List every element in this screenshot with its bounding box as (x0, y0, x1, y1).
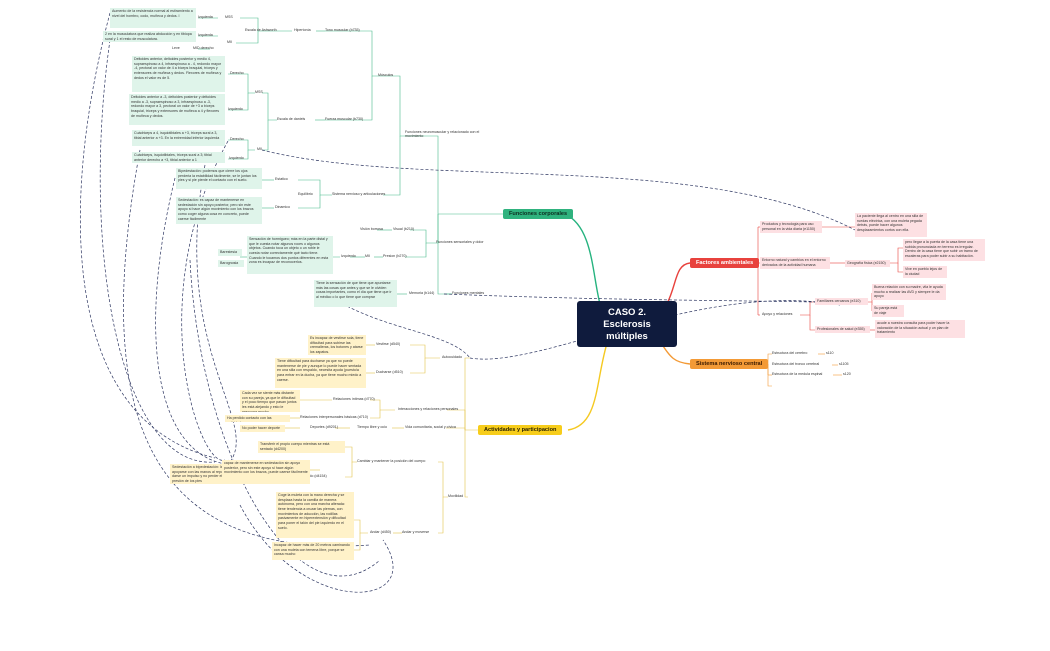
note-permanecer: capaz de mantenerse en sedestación sin a… (222, 460, 310, 484)
node-izquierdo-3[interactable]: Izquierdo (341, 254, 356, 258)
node-mii[interactable]: MII (227, 40, 232, 44)
central-topic[interactable]: CASO 2. Esclerosis múltiples (577, 301, 677, 347)
node-mss[interactable]: MSS (225, 15, 233, 19)
node-vision-borrosa[interactable]: Visión borrosa (360, 227, 383, 231)
note-hormigueo: Sensación de hormigueo; más en la parte … (247, 236, 333, 274)
node-ducharse[interactable]: Ducharse (d510) (376, 370, 403, 374)
note-daniels-izquierdo: Deltoides anterior a -3, deltoides poste… (129, 94, 225, 125)
node-familiares-cercanos[interactable]: Familiares cercanos (e310) (815, 298, 868, 305)
node-vestirse[interactable]: Vestirse (d540) (376, 342, 401, 346)
note-familiares-2: Su pareja está de viaje (872, 305, 904, 317)
node-presion[interactable]: Presion (b270) (383, 254, 407, 258)
note-memoria: Tiene la sensación de que tiene que apun… (314, 280, 397, 307)
note-productos: La paciente llega al centro en una silla… (855, 213, 927, 237)
node-derecho-1[interactable]: Derecho (230, 71, 244, 75)
note-geografia-1: pero llegar a la puerta de la casa tiene… (903, 239, 985, 261)
node-leve[interactable]: Leve (172, 46, 180, 50)
node-interacciones[interactable]: Interacciones y relaciones personales (398, 407, 459, 411)
node-entorno-natural[interactable]: Entorno natural y cambios en el entorno … (760, 257, 830, 269)
note-mii-text: 2 en la musculatura que realiza abducció… (103, 31, 196, 42)
note-deportes: No poder hacer deporte (240, 425, 285, 432)
node-estructura-cerebro[interactable]: Estructura del cerebro (772, 351, 808, 355)
node-vida-comunitaria[interactable]: Vida comunitaria, social y cívica (405, 425, 456, 429)
branch-sistema-nervioso[interactable]: Sistema nervioso central (690, 359, 769, 369)
node-musculos[interactable]: Músculos (378, 73, 394, 77)
note-andar-2: Incapaz de hacer más de 20 metros camina… (272, 542, 354, 560)
node-equilibrio[interactable]: Equilibrio (298, 192, 313, 196)
note-mii-izquierdo: Cuádriceps, isquiotibiales, tríceps sura… (132, 152, 225, 163)
node-andar-moverse[interactable]: Andar y moverse (402, 530, 430, 534)
note-mii-derecho: Cuádriceps a 4, isquiotibiales a +3, trí… (132, 130, 225, 146)
branch-funciones-corporales[interactable]: Funciones corporales (503, 209, 574, 219)
node-relaciones-intimas[interactable]: Relaciones íntimas (d770) (333, 397, 375, 401)
node-tiempo-libre[interactable]: Tiempo libre y ocio (357, 425, 388, 429)
node-sistema-articulaciones[interactable]: Sistema nervioso y articulaciones (332, 192, 386, 196)
node-mss-2[interactable]: MSS (255, 90, 263, 94)
note-estatico: Bipedestación: podemos que cierre los oj… (176, 168, 262, 189)
node-apoyo-relaciones[interactable]: Apoyo y relaciones (762, 312, 793, 316)
node-funciones-mentales[interactable]: Funciones mentales (452, 291, 485, 295)
node-autocuidado[interactable]: Autocuidado (442, 355, 462, 359)
node-relaciones-basicas[interactable]: Relaciones interpersonales básicas (d710… (300, 415, 368, 419)
node-movilidad[interactable]: Movilidad (448, 494, 464, 498)
node-escala-ashworth[interactable]: Escala de Ashworth (245, 28, 277, 32)
note-geografia-2: Vive en pueblo lejos de la ciudad (903, 266, 947, 278)
note-relaciones-basicas: Ha perdido contacto con las actividades (225, 415, 290, 422)
node-mii-3[interactable]: MII (365, 254, 370, 258)
node-funciones-sensoriales[interactable]: Funciones sensoriales y dolor (436, 240, 484, 244)
node-izquierdo-2[interactable]: Izquierdo (229, 156, 244, 160)
node-barestesia[interactable]: Barestesia (218, 249, 242, 256)
note-daniels-derecho: Deltoides anterior, deltoides posterior … (132, 56, 225, 92)
node-transferir[interactable]: Transferir el propio cuerpo mientras se … (258, 441, 345, 453)
note-ducharse: Tiene dificultad para ducharse ya que no… (275, 358, 366, 388)
node-cambiar-posicion[interactable]: Cambiar y mantener la posición del cuerp… (357, 459, 426, 463)
note-mss-text: Aumento de la resistencia normal al esti… (110, 8, 196, 28)
node-izquierda-1[interactable]: Izquierda (198, 15, 213, 19)
node-tronco-code[interactable]: s1105 (839, 362, 849, 366)
node-mii-2[interactable]: MII (257, 147, 262, 151)
node-escala-daniels[interactable]: Escala de daniels (277, 117, 306, 121)
node-cerebro-code[interactable]: s110 (826, 351, 834, 355)
node-deportes[interactable]: Deportes (d9201) (310, 425, 338, 429)
node-estructura-medula[interactable]: Estructura de la medula espinal (772, 372, 823, 376)
node-estructura-tronco[interactable]: Estructura del tronco cerebral (772, 362, 820, 366)
node-barognosia[interactable]: Barognosia (218, 260, 244, 267)
note-relaciones-intimas: Cada vez se siente más distante con su p… (240, 390, 300, 412)
node-izquierdo-1[interactable]: Izquierdo (228, 107, 243, 111)
node-memoria[interactable]: Memoria (b144) (409, 291, 435, 295)
note-profesionales: acude a nuestra consulta para poder hace… (875, 320, 965, 338)
branch-actividades[interactable]: Actividades y participacion (478, 425, 563, 435)
node-productos-tecnologia[interactable]: Productos y tecnología para uso personal… (760, 221, 822, 233)
branch-factores-ambientales[interactable]: Factores ambientales (690, 258, 760, 268)
node-fuerza-muscular[interactable]: Fuerza muscular (b730) (325, 117, 364, 121)
node-profesionales-salud[interactable]: Profesionales de salud (e355) (815, 326, 870, 333)
node-andar[interactable]: Andar (d450) (370, 530, 391, 534)
note-andar-1: Coge la muleta con la mano derecha y se … (276, 492, 354, 538)
node-izquierda-2[interactable]: Izquierda (198, 33, 213, 37)
node-mid-derecho[interactable]: MID derecho (193, 46, 214, 50)
node-dinamico[interactable]: Dinamico (275, 205, 290, 209)
node-geografia-fisica[interactable]: Geografía física (e2150) (845, 260, 890, 267)
note-familiares-1: Buena relación con su madre, vila le ayu… (872, 284, 946, 300)
note-dinamico: Sedestación: es capaz de mantenerse en s… (176, 197, 262, 224)
node-medula-code[interactable]: s120 (843, 372, 851, 376)
node-visual[interactable]: Visual (b210) (393, 227, 415, 231)
note-vestirse: Es incapaz de vestirse sola, tiene dific… (308, 335, 366, 355)
node-estatico[interactable]: Estatico (275, 177, 288, 181)
node-funciones-musculares[interactable]: Funciones neuromuscular y relacionado co… (405, 130, 480, 139)
node-derecho-2[interactable]: Derecho (230, 137, 244, 141)
node-hipertonia[interactable]: Hipertonía (294, 28, 311, 32)
node-tono-muscular[interactable]: Tono muscular (b735) (325, 28, 360, 32)
